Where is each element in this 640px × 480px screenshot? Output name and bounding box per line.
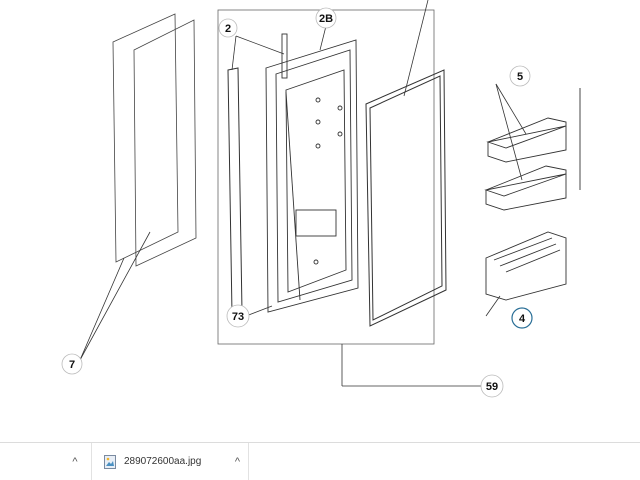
callout-73-label: 73 bbox=[232, 311, 244, 323]
callout-5-label: 5 bbox=[517, 71, 523, 83]
door-liner bbox=[265, 33, 359, 313]
callout-4-label: 4 bbox=[519, 313, 526, 325]
part-2-strip bbox=[227, 67, 243, 315]
part-5-bins bbox=[484, 88, 581, 211]
callout-7: 7 bbox=[61, 353, 83, 375]
callout-2: 2 bbox=[218, 18, 238, 38]
chevron-up-icon: ^ bbox=[72, 455, 78, 468]
callout-4: 4 bbox=[511, 307, 533, 329]
door-outer-panel bbox=[365, 69, 447, 327]
callout-59: 59 bbox=[480, 374, 504, 398]
download-file-name: 289072600aa.jpg bbox=[124, 456, 202, 467]
download-item[interactable]: 289072600aa.jpg ^ bbox=[91, 443, 249, 480]
parts-diagram: 2 2B 5 4 7 73 59 bbox=[61, 0, 581, 398]
image-file-icon bbox=[104, 454, 116, 469]
part-7-panels bbox=[112, 13, 197, 267]
callout-2b-label: 2B bbox=[319, 13, 333, 25]
callout-59-label: 59 bbox=[486, 381, 498, 393]
callout-73: 73 bbox=[226, 304, 250, 328]
callout-2-label: 2 bbox=[225, 23, 231, 35]
show-all-downloads-button[interactable]: ^ bbox=[60, 443, 90, 480]
leader-lines bbox=[79, 0, 527, 387]
chevron-up-icon[interactable]: ^ bbox=[234, 455, 240, 468]
part-4-bin bbox=[485, 231, 567, 301]
download-bar: ^ 289072600aa.jpg ^ bbox=[0, 442, 640, 480]
callout-2b: 2B bbox=[315, 7, 337, 29]
callout-5: 5 bbox=[509, 65, 531, 87]
callout-7-label: 7 bbox=[69, 359, 75, 371]
assembly-box bbox=[217, 9, 435, 345]
